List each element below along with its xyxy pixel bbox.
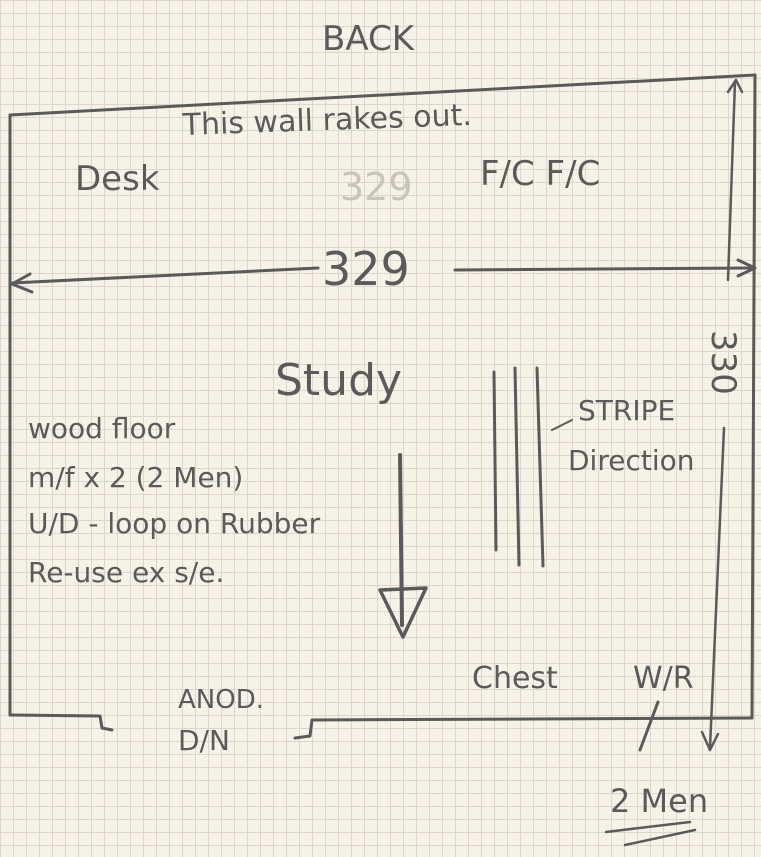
note-line-3: U/D - loop on Rubber (28, 507, 321, 540)
chest-label: Chest (472, 661, 558, 696)
bottom-wall-left (8, 713, 114, 732)
wardrobe-marker (638, 700, 660, 752)
crew-underline (604, 820, 697, 847)
top-wall (8, 73, 757, 117)
width-arrow-left (10, 272, 34, 294)
stripe-label: STRIPE (578, 394, 675, 427)
door-label-1: ANOD. (178, 685, 264, 715)
underline-1 (604, 820, 692, 834)
depth-line-top (726, 80, 737, 282)
stripe-lines (492, 366, 573, 568)
width-line-left (10, 266, 320, 285)
back-label: BACK (322, 19, 416, 59)
width-arrow-right (736, 258, 757, 278)
stripe-line-1 (492, 370, 498, 552)
depth-line-bottom (708, 426, 726, 750)
door-label-2: D/N (178, 724, 230, 757)
floor-notes: wood floor m/f x 2 (2 Men) U/D - loop on… (28, 412, 321, 589)
crew-label: 2 Men (610, 782, 708, 820)
direction-label: Direction (568, 444, 695, 477)
study-arrow-head (378, 586, 428, 639)
room-outline (8, 73, 757, 740)
study-arrow (378, 453, 428, 639)
stripe-line-2 (513, 366, 521, 567)
note-line-1: wood floor (28, 412, 176, 445)
stripe-leader-line (551, 419, 573, 431)
depth-arrow-bottom (700, 730, 720, 752)
underline-2 (623, 828, 697, 847)
desk-label: Desk (75, 159, 160, 199)
wardrobe-label: W/R (633, 661, 694, 696)
room-name: Study (275, 355, 402, 406)
right-wall (750, 73, 757, 720)
note-line-4: Re-use ex s/e. (28, 556, 224, 589)
note-line-2: m/f x 2 (2 Men) (28, 461, 243, 494)
depth-arrow-top (726, 78, 744, 94)
bottom-wall-right (293, 716, 754, 740)
depth-dimension-label: 330 (703, 330, 743, 395)
fc-fc-label: F/C F/C (480, 154, 600, 194)
study-arrow-shaft (398, 453, 404, 627)
width-dimension-label: 329 (322, 242, 410, 296)
faint-dimension-label: 329 (340, 165, 413, 209)
width-dimension-line (10, 258, 757, 294)
width-line-right (453, 266, 754, 272)
depth-dimension-line (700, 78, 744, 752)
stripe-line-3 (535, 366, 545, 568)
